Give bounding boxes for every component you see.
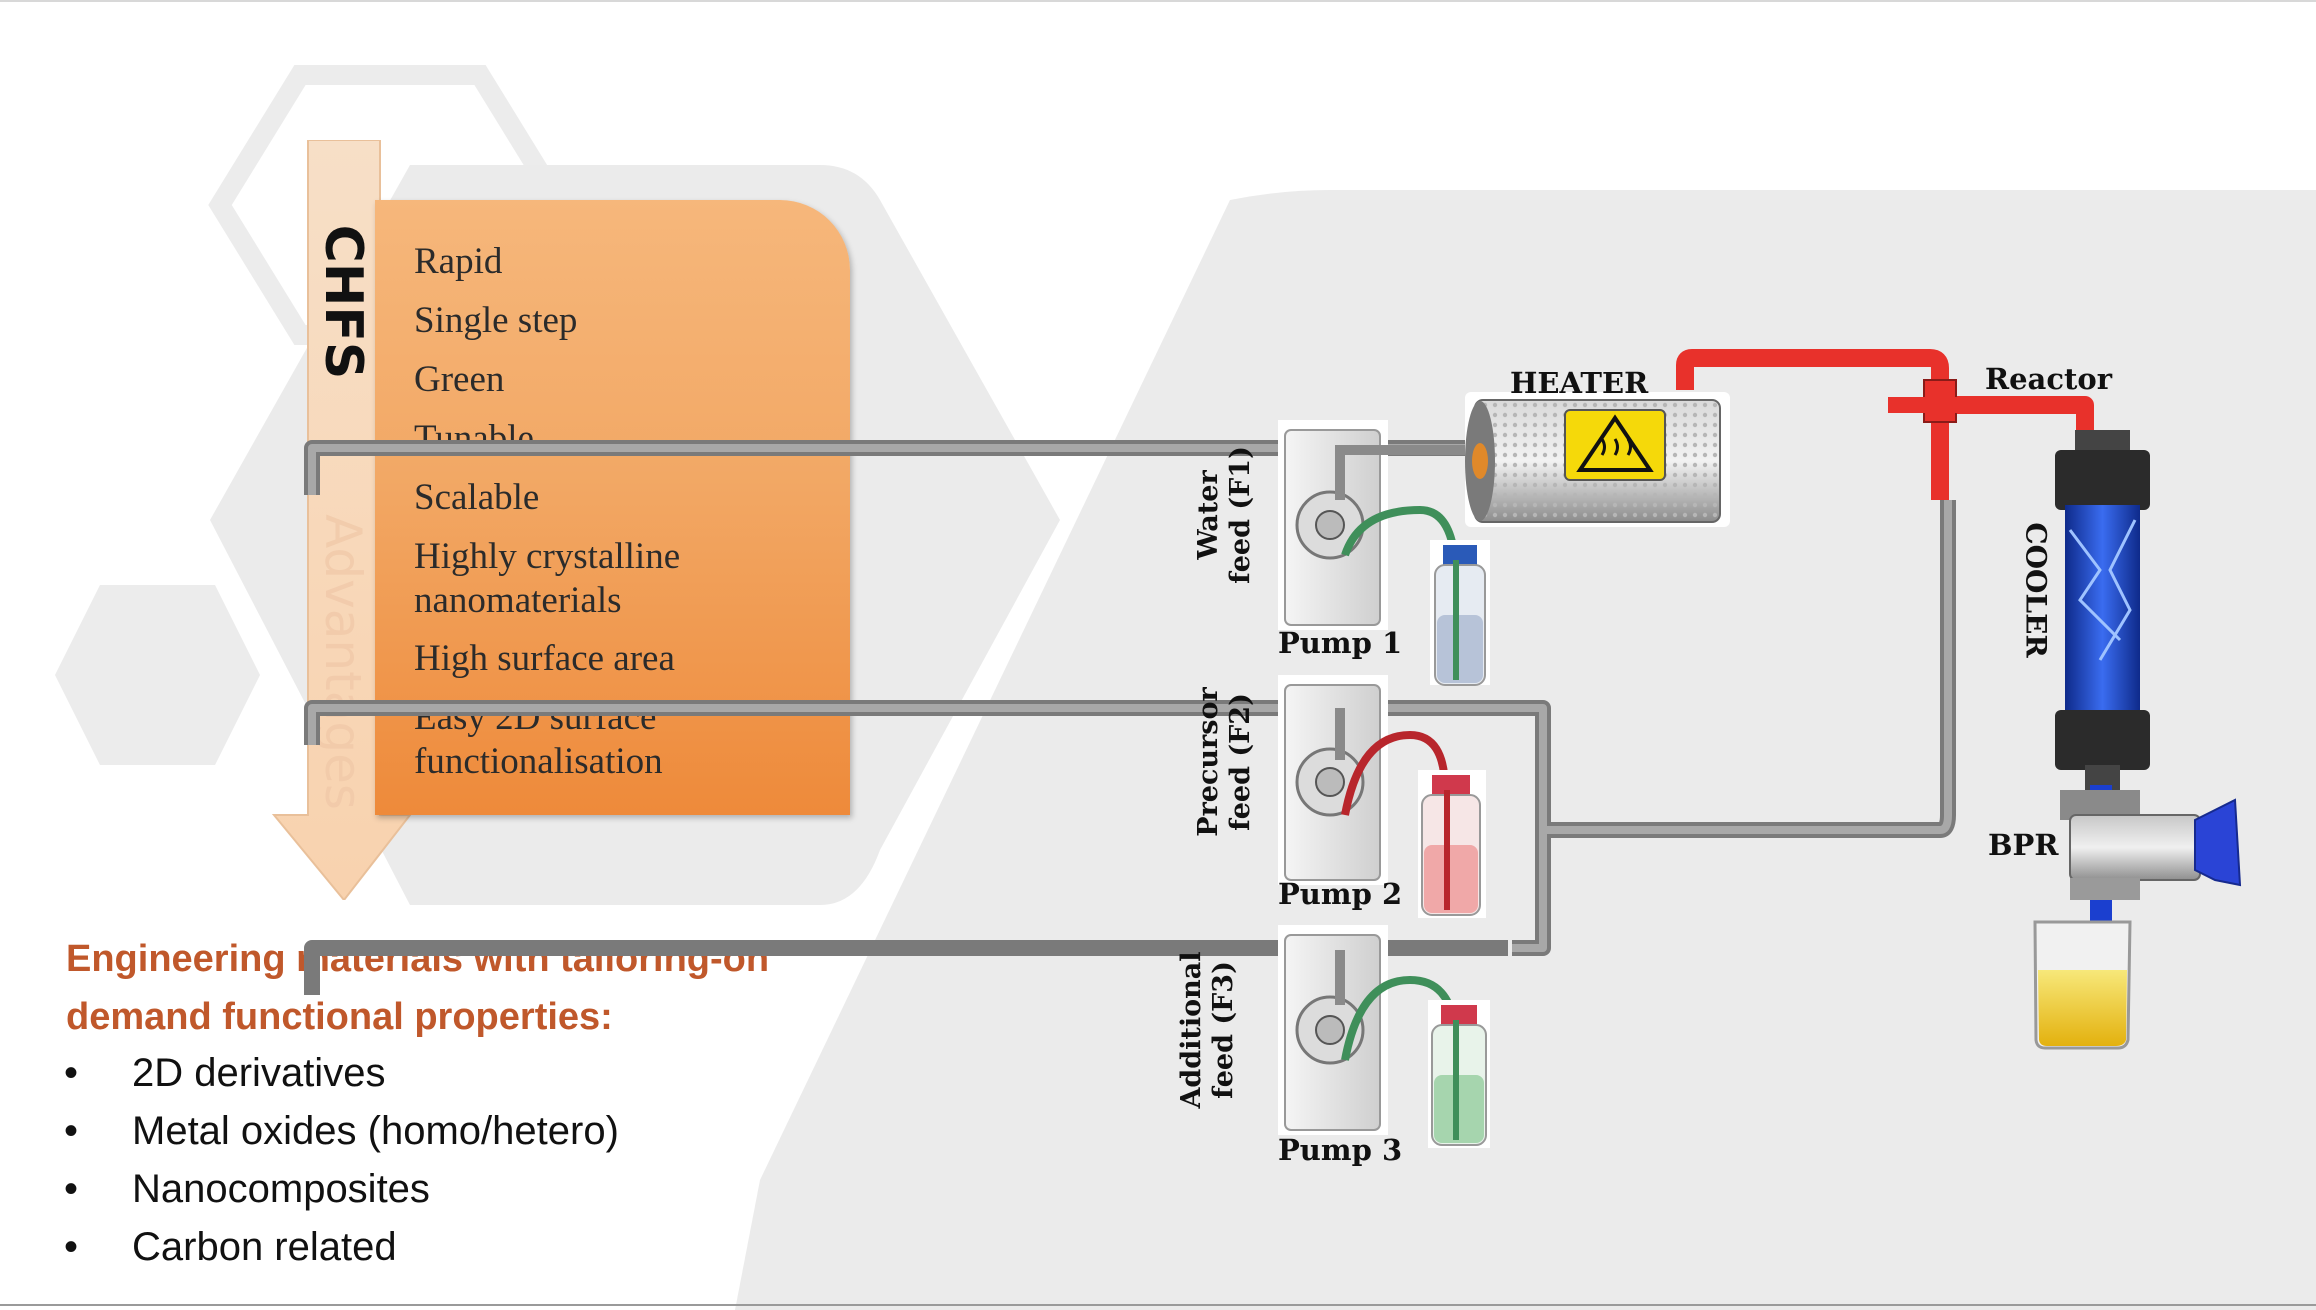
bottle-icon <box>1418 770 1486 918</box>
feed-3-line2: feed (F3) <box>1208 961 1239 1099</box>
list-item: • 2D derivatives <box>64 1044 619 1102</box>
advantage-item: Single step <box>414 300 578 341</box>
top-border <box>0 0 2316 2</box>
pump-2-label: Pump 2 <box>1278 877 1403 911</box>
list-item: • Nanocomposites <box>64 1160 619 1218</box>
pump-3-label: Pump 3 <box>1278 1133 1403 1167</box>
cooler <box>2055 430 2150 790</box>
heater-label: HEATER <box>1510 366 1649 400</box>
pump-icon <box>1278 675 1388 885</box>
advantage-item: Highly crystalline nanomaterials <box>414 536 681 621</box>
bpr-label: BPR <box>1988 828 2059 862</box>
list-item-label: Carbon related <box>132 1225 397 1269</box>
feed-2-line1: Precursor <box>1193 687 1224 837</box>
advantage-item: Rapid <box>414 241 503 282</box>
list-item-label: Metal oxides (homo/hetero) <box>132 1109 619 1153</box>
list-item-label: 2D derivatives <box>132 1051 386 1095</box>
bottle-icon <box>1430 540 1490 686</box>
bullet-glyph: • <box>64 1051 79 1095</box>
engineering-title: Engineering materials with tailoring-on … <box>66 938 770 1038</box>
hazard-hot-icon <box>1576 414 1654 472</box>
advantage-item: Scalable <box>414 477 540 518</box>
beaker-icon <box>2033 920 2132 1050</box>
cooler-label: COOLER <box>2019 522 2053 658</box>
bottom-border <box>0 1304 2316 1306</box>
pump-icon <box>1278 925 1388 1135</box>
feed-3-label: Additional feed (F3) <box>1176 951 1240 1108</box>
cold-pipes <box>304 440 1956 995</box>
bullet-glyph: • <box>64 1109 79 1153</box>
bullet-glyph: • <box>64 1167 79 1211</box>
feed-1-line2: feed (F1) <box>1225 446 1256 584</box>
engineering-list: • 2D derivatives • Metal oxides (homo/hete… <box>64 1044 619 1276</box>
bottle-icon <box>1428 1000 1490 1148</box>
advantage-item: High surface area <box>414 638 675 679</box>
valve-icon <box>2060 790 2242 900</box>
bullet-glyph: • <box>64 1225 79 1269</box>
list-item: • Metal oxides (homo/hetero) <box>64 1102 619 1160</box>
feed-1-label: Water feed (F1) <box>1193 446 1257 584</box>
reactor-label: Reactor <box>1985 362 2113 396</box>
feed-2-line2: feed (F2) <box>1225 693 1256 831</box>
feed-1-line1: Water <box>1193 470 1224 560</box>
pump-1-label: Pump 1 <box>1278 626 1403 660</box>
feed-2-label: Precursor feed (F2) <box>1193 687 1257 836</box>
pump-icon <box>1278 420 1388 630</box>
list-item-label: Nanocomposites <box>132 1167 430 1211</box>
feed-3-line1: Additional <box>1176 951 1207 1109</box>
list-item: • Carbon related <box>64 1218 619 1276</box>
advantage-item: Green <box>414 359 505 400</box>
